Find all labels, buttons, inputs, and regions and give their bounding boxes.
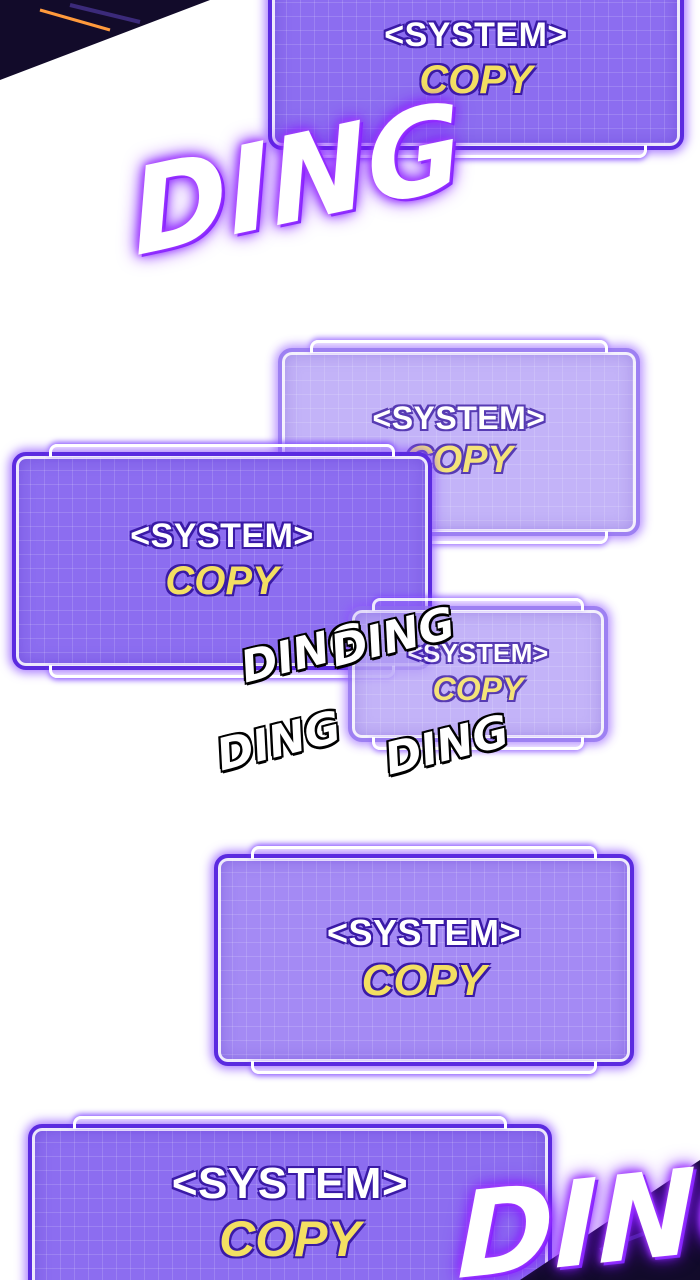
copy-label: COPY (432, 671, 524, 708)
system-label: <SYSTEM> (372, 400, 546, 437)
system-window-1: <SYSTEM> COPY (268, 0, 684, 158)
system-label: <SYSTEM> (326, 911, 522, 953)
system-label: <SYSTEM> (407, 638, 549, 669)
dark-corner-decoration (520, 1160, 700, 1280)
copy-label: COPY (419, 58, 533, 102)
copy-label: COPY (219, 1210, 361, 1267)
dark-corner-decoration (0, 0, 210, 80)
ding-sound-effect: DING (211, 701, 347, 782)
system-label: <SYSTEM> (171, 1158, 409, 1208)
system-window-4: <SYSTEM> COPY (348, 598, 608, 750)
copy-label: COPY (361, 955, 487, 1005)
system-window-6: <SYSTEM> COPY (28, 1116, 552, 1280)
copy-label: COPY (165, 559, 279, 603)
system-label: <SYSTEM> (384, 16, 568, 54)
system-window-5: <SYSTEM> COPY (214, 846, 634, 1074)
system-label: <SYSTEM> (130, 517, 314, 555)
